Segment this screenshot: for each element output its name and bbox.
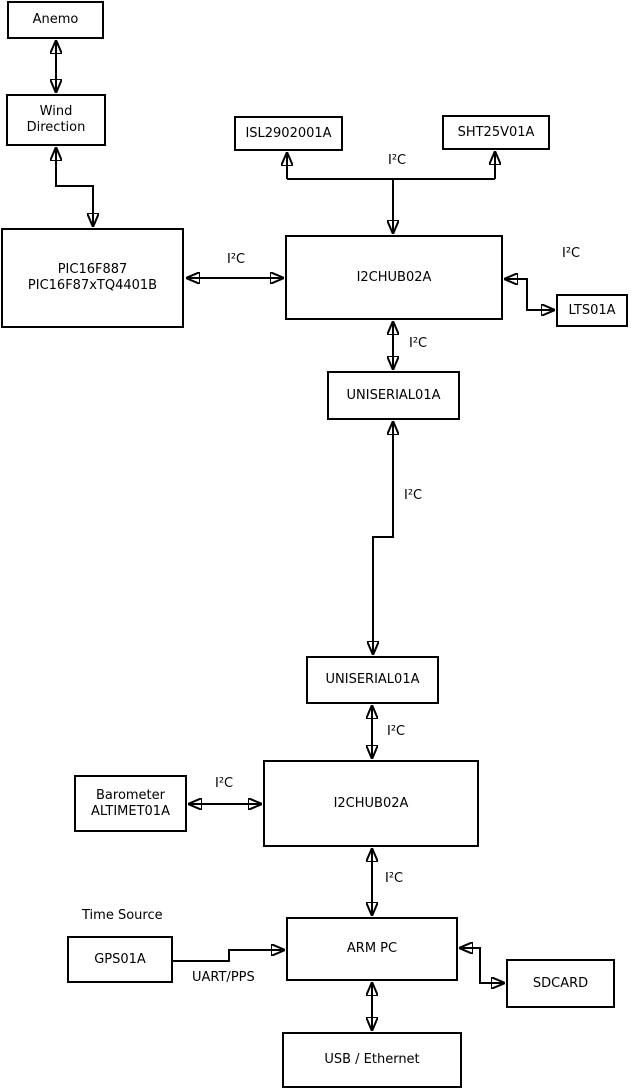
label-i2c-hub-top-uniserial: I²C	[409, 336, 428, 351]
label-i2c-barometer: I²C	[215, 776, 234, 791]
box-sdcard-label: SDCARD	[532, 975, 589, 991]
box-isl2902001a-label: ISL2902001A	[245, 125, 332, 141]
box-uniserial01a-bottom-label: UNISERIAL01A	[325, 672, 420, 687]
connector-gps-armpc	[173, 950, 285, 962]
box-sdcard: SDCARD	[506, 959, 615, 1008]
box-isl2902001a: ISL2902001A	[234, 116, 343, 151]
box-wind-direction: Wind Direction	[6, 94, 106, 146]
box-sht25v01a: SHT25V01A	[442, 115, 550, 150]
label-i2c-lts: I²C	[562, 246, 581, 261]
box-lts01a-label: LTS01A	[568, 302, 616, 318]
connector-uniserial-top-uniserial-bottom	[373, 421, 393, 655]
box-uniserial01a-top: UNISERIAL01A	[327, 371, 460, 420]
box-anemo-label: Anemo	[32, 12, 79, 27]
box-wind-direction-label-line2: Direction	[26, 120, 86, 135]
label-i2c-uniserial-link: I²C	[404, 488, 423, 503]
box-i2chub02a-bottom-label: I2CHUB02A	[333, 795, 409, 811]
box-barometer-label-line1: Barometer	[96, 787, 165, 803]
box-pic16f887: PIC16F887 PIC16F87xTQ4401B	[1, 228, 184, 328]
label-i2c-isl-sht: I²C	[388, 153, 407, 168]
label-i2c-hub-bottom-armpc: I²C	[385, 871, 404, 886]
box-arm-pc: ARM PC	[286, 917, 458, 981]
box-arm-pc-label: ARM PC	[346, 941, 398, 956]
box-barometer-label-line2: ALTIMET01A	[91, 803, 170, 819]
box-gps01a: GPS01A	[67, 936, 173, 983]
box-gps01a-label: GPS01A	[94, 951, 146, 967]
box-usb-ethernet-label: USB / Ethernet	[324, 1052, 420, 1067]
box-barometer-altimet01a: Barometer ALTIMET01A	[74, 775, 187, 832]
box-pic16f887-label-line2: PIC16F87xTQ4401B	[27, 278, 158, 293]
box-wind-direction-label-line1: Wind	[39, 104, 73, 119]
connector-wind-pic	[56, 147, 93, 227]
connector-armpc-sdcard	[459, 948, 505, 983]
box-uniserial01a-top-label: UNISERIAL01A	[346, 387, 441, 403]
box-usb-ethernet: USB / Ethernet	[282, 1032, 462, 1088]
box-i2chub02a-top-label: I2CHUB02A	[356, 269, 432, 285]
box-sht25v01a-label: SHT25V01A	[457, 124, 535, 140]
box-pic16f887-label-line1: PIC16F887	[57, 262, 128, 277]
connector-i2chub-top-lts	[504, 279, 555, 310]
box-i2chub02a-bottom: I2CHUB02A	[263, 760, 479, 847]
label-time-source: Time Source	[82, 908, 163, 923]
box-lts01a: LTS01A	[556, 294, 628, 327]
box-anemo: Anemo	[7, 1, 104, 39]
box-uniserial01a-bottom: UNISERIAL01A	[306, 656, 439, 704]
box-i2chub02a-top: I2CHUB02A	[285, 235, 503, 320]
label-i2c-pic: I²C	[227, 252, 246, 267]
label-uart-pps: UART/PPS	[192, 970, 255, 985]
label-i2c-uniserial-hub-bottom: I²C	[387, 724, 406, 739]
